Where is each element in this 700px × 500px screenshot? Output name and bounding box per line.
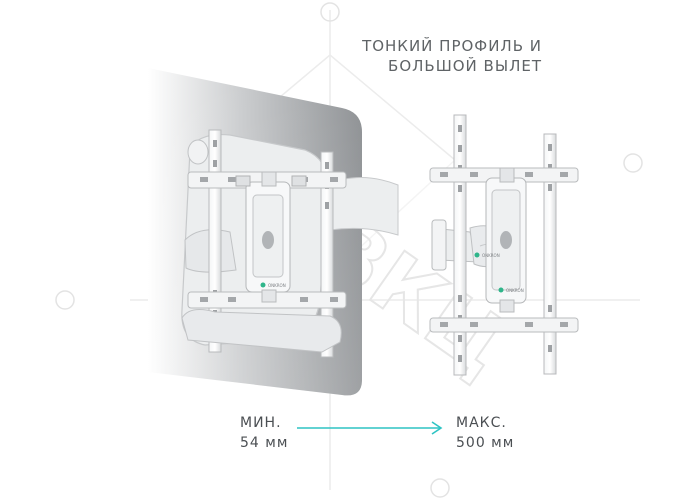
- watermark-circle-left: [55, 290, 75, 310]
- brand-logo-icon-plate: [498, 287, 504, 293]
- mount-folded: ONKRON: [181, 129, 399, 358]
- max-depth-value: 500 мм: [456, 435, 515, 451]
- watermark-circle-top: [320, 2, 340, 22]
- extension-arrow: [297, 421, 443, 435]
- headline-line-1: ТОНКИЙ ПРОФИЛЬ И: [362, 37, 542, 55]
- max-depth-label: МАКС. 500 мм: [456, 413, 514, 453]
- min-depth-label: МИН. 54 мм: [240, 413, 288, 453]
- max-depth-caption: МАКС.: [456, 415, 507, 431]
- brand-logo-text-plate: ONKRON: [506, 288, 524, 293]
- brand-logo-icon-left: [260, 282, 266, 288]
- brand-logo-text-arm: ONKRON: [482, 253, 500, 258]
- min-depth-value: 54 мм: [240, 435, 289, 451]
- brand-logo-text-left: ONKRON: [268, 283, 286, 288]
- mount-extended: ONKRON ONKRON: [429, 114, 579, 376]
- min-depth-caption: МИН.: [240, 415, 282, 431]
- headline-line-2: БОЛЬШОЙ ВЫЛЕТ: [388, 57, 542, 75]
- watermark-circle-bottom: [430, 478, 450, 498]
- brand-logo-icon-arm: [474, 252, 480, 258]
- watermark-circle-right: [623, 153, 643, 173]
- headline: ТОНКИЙ ПРОФИЛЬ И БОЛЬШОЙ ВЫЛЕТ: [330, 36, 542, 76]
